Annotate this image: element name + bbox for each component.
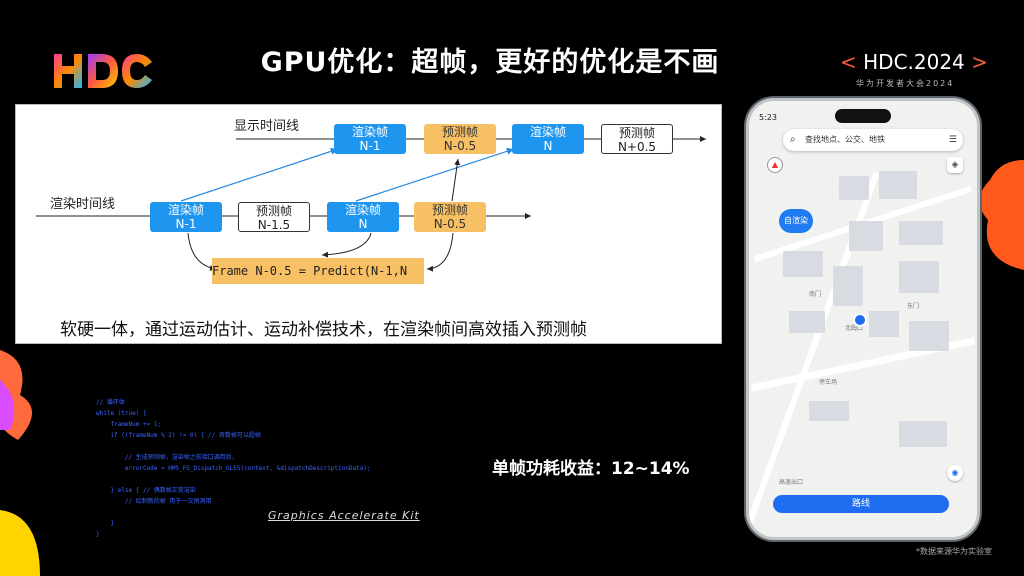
map-building: [909, 321, 949, 351]
location-dot-icon: [853, 313, 867, 327]
frame-index: N+0.5: [617, 140, 657, 154]
map-building: [839, 176, 869, 200]
frame-index: N-0.5: [433, 217, 467, 231]
map-label: 北门: [845, 325, 858, 332]
arrow-predict-to-display: [451, 158, 461, 202]
badge-text: HDC.2024: [863, 50, 965, 74]
frame-type: 渲染帧: [167, 203, 204, 217]
map-building: [789, 311, 825, 333]
map-building: [783, 251, 823, 277]
route-button[interactable]: 路线: [773, 495, 949, 513]
search-icon: ⌕: [790, 134, 796, 145]
map-search-bar[interactable]: ⌕ 查找地点、公交、地铁 ☰: [783, 129, 963, 151]
frame-index: N-1.5: [257, 218, 291, 232]
map-building: [899, 221, 943, 245]
badge-open-bracket: <: [840, 50, 857, 74]
frame-type: 渲染帧: [351, 125, 388, 139]
render-timeline-label: 渲染时间线: [50, 197, 116, 212]
arrow-render-to-display-n: [355, 147, 515, 202]
badge-subtitle: 华为开发者大会2024: [856, 79, 955, 88]
predict-formula: Frame N-0.5 = Predict(N-1,N: [212, 258, 424, 284]
data-source-footnote: *数据来源华为实验室: [916, 547, 992, 556]
frame-type: 预测帧: [255, 204, 292, 218]
layers-icon[interactable]: ◈: [947, 157, 963, 173]
frame-type: 渲染帧: [344, 203, 381, 217]
page-title: GPU优化：超帧，更好的优化是不画: [260, 47, 720, 78]
map-building: [869, 311, 899, 337]
frame-index: N-1: [175, 217, 197, 231]
map-label: 高速出口: [779, 479, 804, 486]
map-label: 停车场: [819, 379, 838, 386]
status-time: 5:23: [759, 113, 777, 122]
map-label: 南门: [809, 291, 822, 298]
self-render-chip[interactable]: 自渲染: [779, 209, 813, 233]
frame-type: 预测帧: [441, 125, 478, 139]
search-placeholder: 查找地点、公交、地铁: [805, 135, 885, 144]
map-building: [899, 261, 939, 293]
hdc-logo: [52, 50, 156, 92]
compass-icon[interactable]: ▲: [767, 157, 783, 173]
map-building: [899, 421, 947, 447]
frame-index: N-0.5: [443, 139, 477, 153]
frame-type: 预测帧: [618, 126, 655, 140]
badge-close-bracket: >: [971, 50, 988, 74]
arrow-n-to-formula: [426, 232, 454, 272]
decorative-shape-right: [979, 160, 1024, 270]
kit-link[interactable]: Graphics Accelerate Kit: [268, 509, 420, 522]
diagram-caption: 软硬一体，通过运动估计、运动补偿技术，在渲染帧间高效插入预测帧: [60, 320, 587, 340]
display-timeline-label: 显示时间线: [234, 119, 300, 134]
map-label: 东门: [907, 303, 920, 310]
frame-type: 预测帧: [431, 203, 468, 217]
map-building: [879, 171, 917, 199]
arrow-formula-to-predict: [321, 232, 372, 258]
arrow-render-to-display-n-1: [180, 147, 339, 202]
phone-screenshot: 北门 南门 东门 出口 停车场 高速出口 ▲ ◈ ◉ 5:23 ⌕ 查找地点、公…: [746, 98, 980, 540]
map-view[interactable]: 北门 南门 东门 出口 停车场 高速出口 ▲ ◈ ◉: [749, 101, 977, 537]
code-snippet: // 循环体 while (true) { frameNum += 1; if …: [96, 399, 371, 538]
decorative-petals: [0, 350, 40, 576]
hdc-2024-badge: < HDC.2024 >: [840, 50, 988, 74]
frame-type: 渲染帧: [529, 125, 566, 139]
map-label: 出口: [851, 325, 864, 332]
frame-index: N: [358, 217, 368, 231]
frame-index: N-1: [359, 139, 381, 153]
camera-cutout: [835, 109, 891, 123]
power-gain-label: 单帧功耗收益：12~14%: [492, 459, 690, 479]
map-building: [849, 221, 883, 251]
map-building: [833, 266, 863, 306]
frame-index: N: [543, 139, 553, 153]
menu-icon[interactable]: ☰: [948, 135, 957, 145]
map-building: [809, 401, 849, 421]
locate-icon[interactable]: ◉: [947, 465, 963, 481]
